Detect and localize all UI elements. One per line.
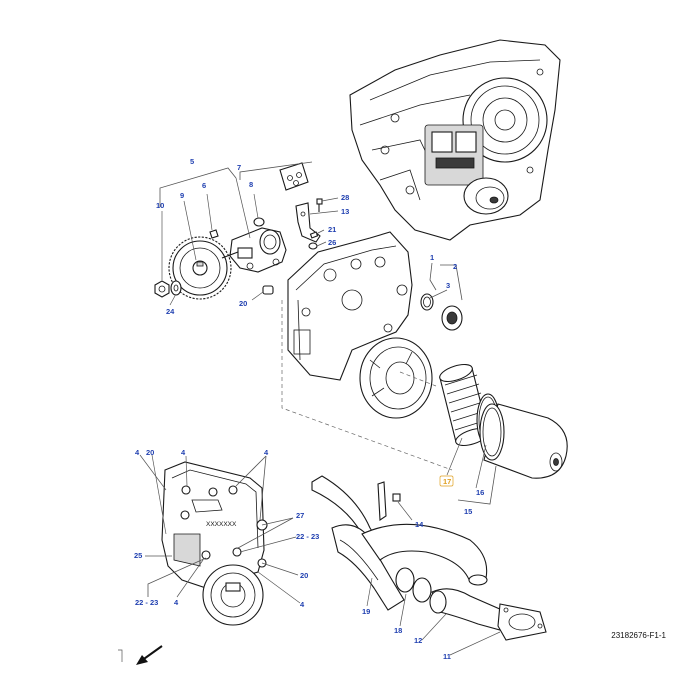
- callout-27[interactable]: 27: [296, 511, 304, 520]
- callout-22-23-upper[interactable]: 22 - 23: [296, 532, 319, 541]
- callout-4[interactable]: 4: [135, 448, 140, 457]
- oil-suction-pipe: [311, 475, 488, 611]
- pipe-o-rings: [395, 567, 432, 603]
- drawing-reference-number: 23182676-F1-1: [611, 631, 666, 640]
- mounting-plate: [279, 162, 309, 191]
- housing-plug: [441, 305, 463, 331]
- callout-20-lower[interactable]: 20: [146, 448, 154, 457]
- woodruff-key: [209, 229, 219, 239]
- callout-20-cover[interactable]: 20: [300, 571, 308, 580]
- reference-housing-view: [349, 39, 561, 241]
- callout-5[interactable]: 5: [190, 157, 194, 166]
- pipe-clip-bracket: [377, 481, 401, 521]
- callout-19[interactable]: 19: [362, 607, 370, 616]
- callout-10[interactable]: 10: [156, 201, 164, 210]
- oil-pump-body: [221, 227, 287, 273]
- corner-tick: [118, 649, 123, 662]
- callout-7[interactable]: 7: [237, 163, 241, 172]
- callout-4-cover-top[interactable]: 4: [181, 448, 186, 457]
- callout-11[interactable]: 11: [443, 652, 451, 661]
- callout-17[interactable]: 17: [443, 477, 451, 486]
- callout-14[interactable]: 14: [415, 520, 424, 529]
- filter-element: [439, 363, 489, 447]
- assembly-axis-line: [281, 300, 453, 471]
- callout-4-cover-right-bottom[interactable]: 4: [300, 600, 305, 609]
- callout-22-23-lower[interactable]: 22 - 23: [135, 598, 158, 607]
- callout-21[interactable]: 21: [328, 225, 336, 234]
- pump-support-bracket: [295, 202, 321, 243]
- oil-pump-gear: [168, 236, 232, 300]
- callout-12[interactable]: 12: [414, 636, 422, 645]
- leader-lines: [139, 161, 501, 656]
- filter-bowl: [479, 403, 568, 479]
- gear-washer: [170, 280, 182, 296]
- seal-ring: [308, 242, 318, 250]
- callout-9[interactable]: 9: [180, 191, 184, 200]
- callout-20[interactable]: 20: [239, 299, 247, 308]
- callout-18[interactable]: 18: [394, 626, 402, 635]
- suction-elbow: [429, 588, 547, 641]
- callout-4-cover-right[interactable]: 4: [264, 448, 269, 457]
- callout-24[interactable]: 24: [166, 307, 175, 316]
- rear-cover-plate: XXXXXXX: [161, 461, 268, 626]
- callout-8[interactable]: 8: [249, 180, 253, 189]
- filter-head: [359, 337, 433, 419]
- callout-16[interactable]: 16: [476, 488, 484, 497]
- bushing-sleeve: [262, 285, 274, 295]
- callout-17-highlight: [439, 475, 454, 487]
- callout-26[interactable]: 26: [328, 238, 336, 247]
- callout-2[interactable]: 2: [453, 262, 457, 271]
- callout-13[interactable]: 13: [341, 207, 349, 216]
- bracket-bolt: [316, 198, 323, 212]
- callout-4-cover-bottom[interactable]: 4: [174, 598, 179, 607]
- callout-15[interactable]: 15: [464, 507, 472, 516]
- arrow-down-left-icon: [136, 645, 163, 665]
- housing-o-ring: [420, 293, 434, 311]
- gear-nut: [154, 280, 170, 298]
- callout-28[interactable]: 28: [341, 193, 349, 202]
- navigate-previous-button[interactable]: [132, 642, 166, 668]
- front-cover-housing: [287, 231, 413, 381]
- callout-1[interactable]: 1: [430, 253, 434, 262]
- cover-marking: XXXXXXX: [206, 521, 237, 528]
- callout-25[interactable]: 25: [134, 551, 142, 560]
- callout-3[interactable]: 3: [446, 281, 450, 290]
- pump-o-ring: [253, 217, 265, 227]
- callout-labels: 5 7 8 6 9 10 28 13 21 26 24 20 1 2 3 17 …: [134, 157, 484, 661]
- callout-6[interactable]: 6: [202, 181, 206, 190]
